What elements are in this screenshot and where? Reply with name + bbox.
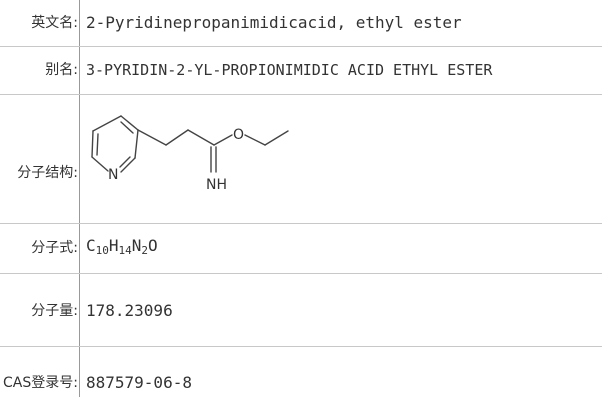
english-name-label: 英文名: [31,15,78,31]
bond [120,115,139,131]
atom-label-nh: NH [206,177,227,193]
bond [187,129,215,146]
formula-label: 分子式: [31,240,78,256]
bond [92,115,122,132]
bond [264,130,289,146]
double-bond [120,121,134,134]
formula-subscript: 14 [118,244,132,257]
row-divider [0,346,602,347]
molecular-structure-image: N O NH [91,115,289,193]
cas-label: CAS登录号: [3,375,78,391]
formula-element: H [108,236,119,255]
row-molecular-weight: 分子量: 178.23096 [0,274,602,346]
column-divider [79,0,80,397]
row-divider [0,94,602,95]
formula-element: N [131,236,142,255]
bond [134,129,139,159]
row-divider [0,273,602,274]
row-divider [0,223,602,224]
row-english-name: 英文名: 2-Pyridinepropanimidicacid, ethyl e… [0,0,602,46]
atom-label-n: N [108,167,118,183]
row-cas: CAS登录号: 887579-06-8 [0,347,602,397]
bond [120,157,136,173]
structure-label: 分子结构: [17,165,78,181]
formula-value: C10H14N2O [86,236,158,256]
english-name-value: 2-Pyridinepropanimidicacid, ethyl ester [86,13,462,32]
formula-element: O [148,236,158,255]
bond [91,130,94,158]
bond [244,134,266,146]
bond [91,156,109,172]
bond [213,134,233,146]
formula-subscript: 2 [141,244,149,257]
alias-label: 别名: [45,62,78,78]
row-alias: 别名: 3-PYRIDIN-2-YL-PROPIONIMIDIC ACID ET… [0,47,602,94]
weight-label: 分子量: [31,303,78,319]
row-structure: 分子结构: [0,95,602,223]
weight-value: 178.23096 [86,301,173,320]
cas-value: 887579-06-8 [86,373,192,392]
double-bond [119,156,131,168]
double-bond [96,133,99,156]
bond [137,129,167,146]
formula-element: C [86,236,96,255]
row-divider [0,46,602,47]
formula-subscript: 10 [95,244,109,257]
alias-value: 3-PYRIDIN-2-YL-PROPIONIMIDIC ACID ETHYL … [86,61,493,79]
row-formula: 分子式: C10H14N2O [0,224,602,273]
atom-label-o: O [233,127,244,143]
bond [165,129,189,146]
